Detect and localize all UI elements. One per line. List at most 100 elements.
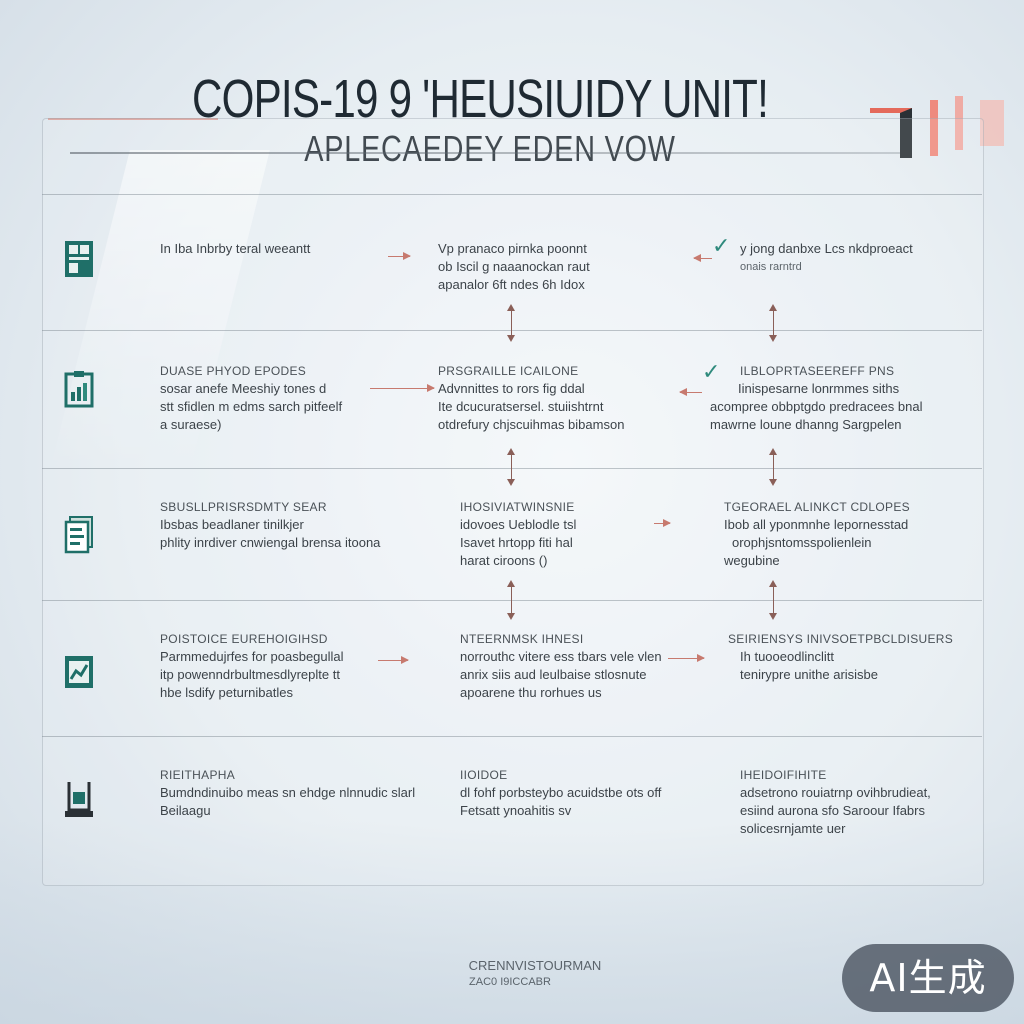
cell-line: orophjsntomsspolienlein: [732, 535, 872, 550]
cell-line: a suraese): [160, 417, 222, 432]
flow-arrow-left: [680, 392, 702, 393]
cell-line: apoarene thu rorhues us: [460, 685, 602, 700]
flow-arrow-vertical: [769, 304, 777, 342]
cell-line: anrix siis aud leulbaise stlosnute: [460, 667, 647, 682]
cell-line: acompree obbptgdo predracees bnal: [710, 399, 923, 414]
diagram-panel: [42, 118, 984, 886]
title-accent-line: [48, 118, 218, 120]
cell-line: Ibsbas beadlaner tinilkjer: [160, 517, 304, 532]
row-5-step: RIEITHAPHA Bumdndinuibo meas sn ehdge nl…: [160, 766, 415, 820]
cell-line: onais rarntrd: [740, 261, 802, 273]
cell-heading: PRSGRAILLE ICAILONE: [438, 364, 579, 378]
flow-arrow-vertical: [507, 580, 515, 620]
row-divider: [42, 600, 982, 601]
cell-line: hbe lsdify peturnibatles: [160, 685, 293, 700]
cell-heading: DUASE PHYOD EPodes: [160, 364, 307, 378]
cell-line: dl fohf porbsteybo acuidstbe ots off: [460, 785, 662, 800]
flow-arrow-vertical: [769, 580, 777, 620]
cell-line: wegubine: [724, 553, 780, 568]
row-2-outcome: Ilbloprtaseereff PNs Iinispesarne lonrmm…: [710, 362, 922, 434]
row-1-step: In Iba Inbrby teral weeantt: [160, 240, 310, 258]
row-2-detail: PRSGRAILLE ICAILONE Advnnittes to rors f…: [438, 362, 624, 434]
document-stack-icon: [64, 516, 93, 554]
cell-line: stt sfidlen m edms sarch pitfeelf: [160, 399, 343, 414]
row-3-outcome: TGEORAEL ALINKCT CDLOPES Ibob all yponmn…: [724, 498, 910, 570]
cell-line: esiind aurona sfo Saroour Ifabrs: [740, 803, 925, 818]
cell-heading: IHOSIVIATWINSNIE: [460, 500, 575, 514]
page-subtitle: APLECAEDEY EDEN VOW: [304, 128, 676, 169]
row-1-detail: Vp pranaco pirnka poonnt ob Iscil g naaa…: [438, 240, 590, 294]
cell-heading: Ilbloprtaseereff PNs: [740, 364, 895, 378]
check-icon: ✓: [712, 234, 731, 259]
row-5-outcome: IHEIDOIFIHITE adsetrono rouiatrnp ovihbr…: [740, 766, 931, 838]
row-4-detail: NTEERNMSK IHNESI norrouthc vitere ess tb…: [460, 630, 662, 702]
cell-line: Parmmedujrfes for poasbegullal: [160, 649, 344, 664]
footer-subcredit: ZAC0 I9ICCABR: [469, 976, 551, 988]
cell-line: mawrne loune dhanng Sargpelen: [710, 417, 902, 432]
cell-heading: POISTOICE EUREHOIGIHSD: [160, 632, 328, 646]
cell-line: In Iba Inbrby teral weeantt: [160, 241, 311, 256]
cell-line: apanalor 6ft ndes 6h Idox: [438, 277, 585, 292]
cell-heading: IHEIDOIFIHITE: [740, 768, 827, 782]
flow-arrow-vertical: [507, 304, 515, 342]
cell-line: itp powenndrbultmesdlyreplte tt: [160, 667, 340, 682]
cell-heading: TGEORAEL ALINKCT CDLOPES: [724, 500, 910, 514]
cell-line: solicesrnjamte uer: [740, 821, 846, 836]
cell-line: Fetsatt ynoahitis sv: [460, 803, 572, 818]
cell-line: harat ciroons (): [460, 553, 548, 568]
cell-line: ob Iscil g naaanockan raut: [438, 259, 590, 274]
cell-line: Beilaagu: [160, 803, 211, 818]
ai-generated-badge: AI生成: [842, 944, 1014, 1012]
row-3-detail: IHOSIVIATWINSNIE idovoes Ueblodle tsl Is…: [460, 498, 576, 570]
cell-line: y jong danbxe Lcs nkdproeact: [740, 241, 913, 256]
cell-line: adsetrono rouiatrnp ovihbrudieat,: [740, 785, 931, 800]
cell-line: phlity inrdiver cnwiengal brensa itoona: [160, 535, 381, 550]
corner-accent-bar: [980, 100, 1004, 146]
cell-line: Advnnittes to rors fig ddal: [438, 381, 585, 396]
row-divider: [42, 330, 982, 331]
row-3-step: SBUSLLPRISRSDMTY SEAR Ibsbas beadlaner t…: [160, 498, 380, 552]
flow-arrow-vertical: [507, 448, 515, 486]
row-divider: [42, 468, 982, 469]
clipboard-chart-icon: [64, 371, 94, 408]
row-1-outcome: y jong danbxe Lcs nkdproeact onais rarnt…: [740, 240, 913, 276]
book-bracket-icon: [65, 782, 93, 817]
cell-line: sosar anefe Meeshiy tones d: [160, 381, 327, 396]
header-divider: [70, 152, 910, 154]
row-4-outcome: SEIRIENSYS INIVSOETPBCLDISuers Ih tuooeo…: [728, 630, 953, 684]
row-divider: [42, 736, 982, 737]
flow-arrow-right: [388, 252, 411, 260]
corner-accent-bar: [930, 100, 938, 156]
cell-line: idovoes Ueblodle tsl: [460, 517, 577, 532]
cell-line: Bumdndinuibo meas sn ehdge nlnnudic slar…: [160, 785, 416, 800]
folder-chart-icon: [65, 656, 93, 688]
flow-arrow-right: [668, 654, 705, 662]
cell-line: Isavet hrtopp fiti hal: [460, 535, 573, 550]
flow-arrow-right: [654, 519, 671, 527]
corner-accent-mark: [870, 108, 912, 158]
cell-line: Iinispesarne lonrmmes siths: [738, 381, 900, 396]
row-4-step: POISTOICE EUREHOIGIHSD Parmmedujrfes for…: [160, 630, 344, 702]
row-2-step: DUASE PHYOD EPodes sosar anefe Meeshiy t…: [160, 362, 342, 434]
corner-accent-bar: [955, 96, 963, 150]
flow-arrow-right: [378, 656, 409, 664]
cell-line: Ite dcucuratsersel. stuiishtrnt: [438, 399, 604, 414]
row-divider: [42, 194, 982, 195]
cell-heading: SEIRIENSYS INIVSOETPBCLDISuers: [728, 632, 954, 646]
table-grid-icon: [65, 241, 93, 277]
flow-arrow-vertical: [769, 448, 777, 486]
cell-line: tenirypre unithe arisisbe: [740, 667, 879, 682]
flow-arrow-right: [370, 384, 435, 392]
cell-heading: NTEERNMSK IHNESI: [460, 632, 584, 646]
cell-line: Ih tuooeodlinclitt: [740, 649, 834, 664]
cell-line: norrouthc vitere ess tbars vele vlen: [460, 649, 662, 664]
row-5-detail: IIOIDOE dl fohf porbsteybo acuidstbe ots…: [460, 766, 661, 820]
cell-heading: IIOIDOE: [460, 768, 508, 782]
page-title: COPIS-19 9 'HEUSIUIDY UNIT!: [191, 69, 769, 129]
flow-arrow-left: [694, 258, 712, 259]
check-icon: ✓: [702, 360, 721, 385]
cell-heading: SBUSLLPRISRSDMTY SEAR: [160, 500, 327, 514]
cell-line: Ibob all yponmnhe lepornesstad: [724, 517, 909, 532]
cell-line: Vp pranaco pirnka poonnt: [438, 241, 587, 256]
cell-heading: RIEITHAPHA: [160, 768, 236, 782]
